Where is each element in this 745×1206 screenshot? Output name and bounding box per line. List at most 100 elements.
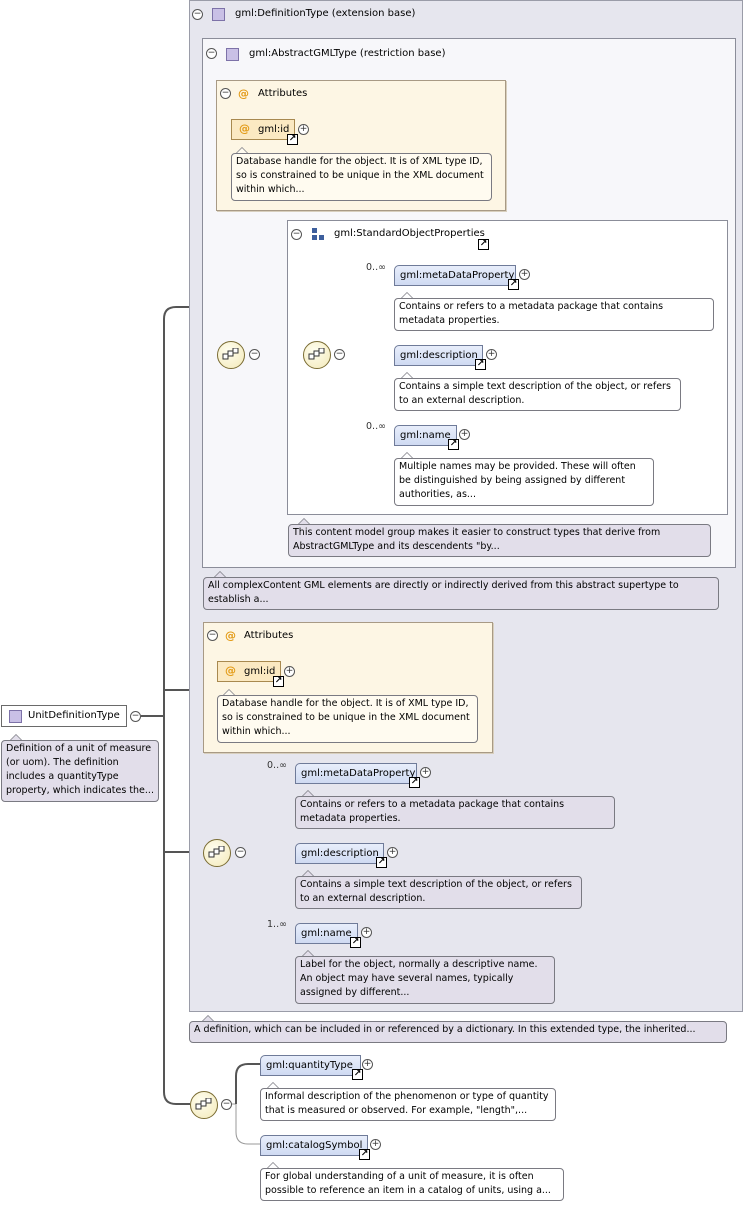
- doc-pointer: [302, 950, 314, 956]
- gml-description-element[interactable]: gml:description: [394, 345, 483, 366]
- collapse-group-icon[interactable]: −: [291, 229, 302, 240]
- element-label: gml:metaDataProperty: [400, 270, 515, 281]
- collapse-abstract-gml-type-icon[interactable]: −: [206, 48, 217, 59]
- gml-metadataproperty-element[interactable]: gml:metaDataProperty: [394, 265, 516, 286]
- expand-icon[interactable]: +: [362, 1059, 373, 1070]
- expand-icon[interactable]: +: [486, 349, 497, 360]
- link-icon[interactable]: ↗: [350, 937, 361, 948]
- attribute-icon: @: [239, 122, 250, 135]
- definition-type-doc: A definition, which can be included in o…: [189, 1021, 727, 1043]
- attribute-icon: @: [225, 629, 236, 642]
- doc-pointer: [298, 518, 310, 524]
- expand-icon[interactable]: +: [459, 429, 470, 440]
- root-doc: Definition of a unit of measure (or uom)…: [1, 740, 159, 802]
- gml-id-attribute[interactable]: gml:id: [217, 661, 282, 682]
- element-label: gml:description: [400, 350, 478, 361]
- collapse-definition-type-icon[interactable]: −: [192, 9, 203, 20]
- link-icon[interactable]: ↗: [448, 439, 459, 450]
- element-label: gml:name: [400, 430, 451, 441]
- gml-description-element[interactable]: gml:description: [295, 843, 384, 864]
- element-doc: Label for the object, normally a descrip…: [295, 956, 555, 1004]
- element-doc: Contains a simple text description of th…: [394, 378, 681, 411]
- expand-icon[interactable]: +: [387, 847, 398, 858]
- group-icon: [312, 228, 324, 240]
- expand-icon[interactable]: +: [361, 927, 372, 938]
- gml-id-doc: Database handle for the object. It is of…: [231, 153, 492, 201]
- gml-name-element[interactable]: gml:name: [394, 425, 457, 446]
- element-label: gml:name: [301, 928, 352, 939]
- link-icon[interactable]: ↗: [352, 1069, 363, 1080]
- link-icon[interactable]: ↗: [475, 359, 486, 370]
- gml-catalogsymbol-element[interactable]: gml:catalogSymbol: [260, 1135, 368, 1156]
- element-doc: Contains or refers to a metadata package…: [394, 298, 714, 331]
- cardinality-label: 1..∞: [267, 919, 287, 930]
- sequence-compositor-icon[interactable]: [190, 1091, 218, 1119]
- complex-type-icon: [226, 48, 239, 61]
- definition-type-label: gml:DefinitionType (extension base): [235, 8, 416, 19]
- doc-pointer: [267, 1082, 279, 1088]
- collapse-attributes-icon[interactable]: −: [220, 88, 231, 99]
- link-icon[interactable]: ↗: [359, 1149, 370, 1160]
- doc-pointer: [401, 372, 413, 378]
- standard-object-properties-label: gml:StandardObjectProperties: [334, 228, 485, 239]
- standard-object-properties-doc: This content model group makes it easier…: [288, 524, 711, 557]
- element-doc: Informal description of the phenomenon o…: [260, 1088, 556, 1121]
- doc-pointer: [302, 790, 314, 796]
- collapse-root-icon[interactable]: −: [130, 711, 141, 722]
- doc-pointer: [214, 571, 226, 577]
- collapse-attributes-icon[interactable]: −: [207, 630, 218, 641]
- element-label: gml:description: [301, 848, 379, 859]
- doc-pointer: [267, 1162, 279, 1168]
- expand-icon[interactable]: +: [519, 269, 530, 280]
- gml-id-doc: Database handle for the object. It is of…: [217, 695, 478, 743]
- collapse-sequence-icon[interactable]: −: [235, 847, 246, 858]
- attribute-icon: @: [238, 87, 249, 100]
- expand-icon[interactable]: +: [298, 124, 309, 135]
- attribute-icon: @: [225, 664, 236, 677]
- root-label: UnitDefinitionType: [28, 710, 120, 721]
- attributes-header: Attributes: [258, 88, 308, 99]
- complex-type-icon: [212, 8, 225, 21]
- gml-name-element[interactable]: gml:name: [295, 923, 358, 944]
- element-doc: Multiple names may be provided. These wi…: [394, 458, 654, 506]
- cardinality-label: 0..∞: [267, 760, 287, 771]
- sequence-compositor-icon[interactable]: [217, 341, 245, 369]
- abstract-gml-type-label: gml:AbstractGMLType (restriction base): [249, 48, 446, 59]
- gml-id-label: gml:id: [244, 666, 276, 677]
- sequence-compositor-icon[interactable]: [303, 341, 331, 369]
- element-label: gml:quantityType: [266, 1060, 353, 1071]
- doc-pointer: [236, 147, 248, 153]
- attributes-header: Attributes: [244, 630, 294, 641]
- collapse-sequence-icon[interactable]: −: [221, 1099, 232, 1110]
- expand-icon[interactable]: +: [284, 666, 295, 677]
- collapse-sequence-icon[interactable]: −: [249, 349, 260, 360]
- complex-type-icon: [9, 710, 22, 723]
- gml-id-label: gml:id: [258, 124, 290, 135]
- unit-definition-type-node[interactable]: UnitDefinitionType: [1, 705, 127, 727]
- link-icon[interactable]: ↗: [287, 134, 298, 145]
- gml-quantitytype-element[interactable]: gml:quantityType: [260, 1055, 361, 1076]
- link-icon[interactable]: ↗: [273, 676, 284, 687]
- expand-icon[interactable]: +: [420, 767, 431, 778]
- doc-pointer: [401, 452, 413, 458]
- link-icon[interactable]: ↗: [376, 857, 387, 868]
- gml-id-attribute[interactable]: gml:id: [231, 119, 296, 140]
- doc-pointer: [202, 1015, 214, 1021]
- element-doc: Contains a simple text description of th…: [295, 876, 582, 909]
- sequence-compositor-icon[interactable]: [203, 839, 231, 867]
- abstract-gml-type-doc: All complexContent GML elements are dire…: [203, 577, 719, 610]
- doc-pointer: [223, 689, 235, 695]
- element-doc: For global understanding of a unit of me…: [260, 1168, 564, 1201]
- element-doc: Contains or refers to a metadata package…: [295, 796, 615, 829]
- doc-pointer: [302, 870, 314, 876]
- element-label: gml:catalogSymbol: [266, 1140, 363, 1151]
- cardinality-label: 0..∞: [366, 421, 386, 432]
- link-icon[interactable]: ↗: [478, 239, 489, 250]
- collapse-sequence-icon[interactable]: −: [334, 349, 345, 360]
- gml-metadataproperty-element[interactable]: gml:metaDataProperty: [295, 763, 417, 784]
- expand-icon[interactable]: +: [370, 1139, 381, 1150]
- cardinality-label: 0..∞: [366, 262, 386, 273]
- doc-pointer: [401, 292, 413, 298]
- link-icon[interactable]: ↗: [409, 777, 420, 788]
- link-icon[interactable]: ↗: [508, 279, 519, 290]
